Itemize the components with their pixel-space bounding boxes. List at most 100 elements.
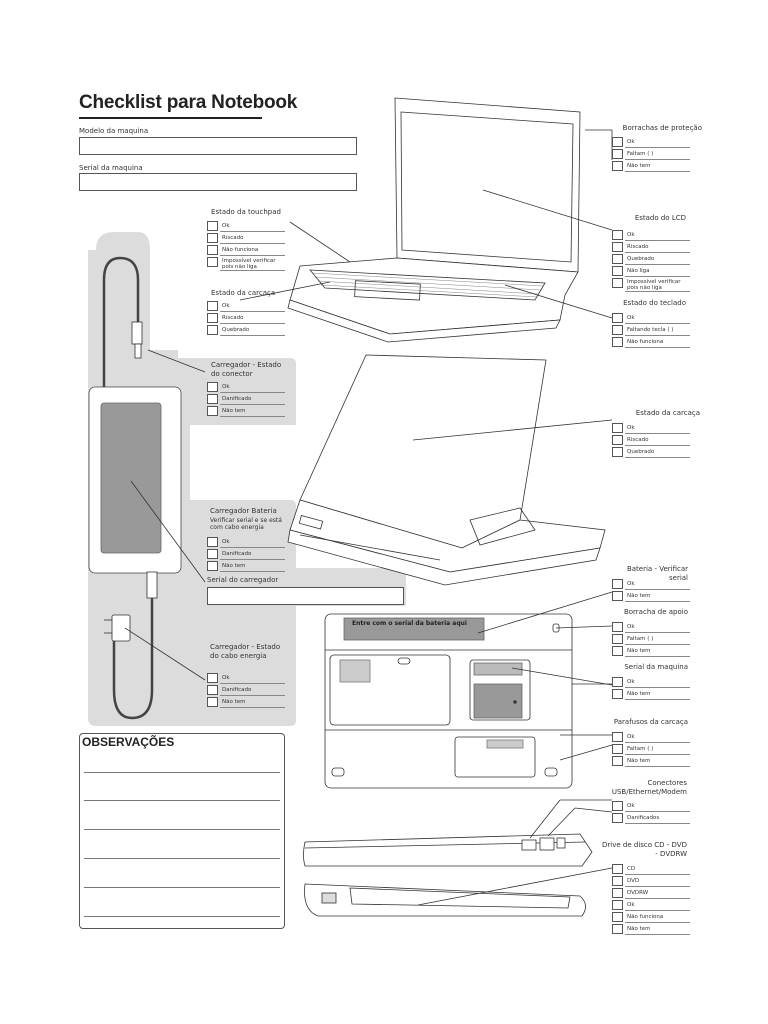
disc-drive-ok-option[interactable]: Ok: [612, 900, 690, 911]
keyboard-faltando-option[interactable]: Faltando tecla ( ): [612, 325, 690, 336]
checkbox[interactable]: [207, 406, 218, 416]
case-right-quebrado-option[interactable]: Quebrado: [612, 447, 690, 458]
checkbox[interactable]: [207, 245, 218, 255]
checkbox[interactable]: [612, 242, 623, 252]
checkbox[interactable]: [612, 161, 623, 171]
checkbox[interactable]: [612, 813, 623, 823]
checkbox[interactable]: [612, 864, 623, 874]
case-left-quebrado-option[interactable]: Quebrado: [207, 325, 285, 336]
checkbox[interactable]: [612, 756, 623, 766]
checkbox[interactable]: [207, 394, 218, 404]
checkbox[interactable]: [207, 233, 218, 243]
machine-serial-ok-option[interactable]: Ok: [612, 677, 690, 688]
connectors-ok-option[interactable]: Ok: [612, 801, 690, 812]
support-rubber-ok-option[interactable]: Ok: [612, 622, 690, 633]
case-right-ok-option[interactable]: Ok: [612, 423, 690, 434]
disc-drive-dvdrw-option[interactable]: DVDRW: [612, 888, 690, 899]
power-cable-nao-tem-option[interactable]: Não tem: [207, 697, 285, 708]
checkbox[interactable]: [207, 382, 218, 392]
checkbox[interactable]: [207, 301, 218, 311]
keyboard-nao-funciona-option[interactable]: Não funciona: [612, 337, 690, 348]
checkbox[interactable]: [612, 677, 623, 687]
checkbox[interactable]: [612, 579, 623, 589]
checkbox[interactable]: [612, 254, 623, 264]
observations-line[interactable]: [84, 916, 280, 917]
checkbox[interactable]: [612, 337, 623, 347]
lcd-quebrado-option[interactable]: Quebrado: [612, 254, 690, 265]
checkbox[interactable]: [612, 924, 623, 934]
disc-drive-dvd-option[interactable]: DVD: [612, 876, 690, 887]
lcd-ok-option[interactable]: Ok: [612, 230, 690, 241]
touchpad-impossivel-option[interactable]: Impossível verificar pois não liga: [207, 257, 285, 271]
observations-line[interactable]: [84, 887, 280, 888]
checkbox[interactable]: [612, 732, 623, 742]
touchpad-riscado-option[interactable]: Riscado: [207, 233, 285, 244]
support-rubber-faltam-option[interactable]: Faltam ( ): [612, 634, 690, 645]
checkbox[interactable]: [207, 313, 218, 323]
lcd-nao-liga-option[interactable]: Não liga: [612, 266, 690, 277]
observations-line[interactable]: [84, 858, 280, 859]
checkbox[interactable]: [612, 744, 623, 754]
machine-serial-nao-tem-option[interactable]: Não tem: [612, 689, 690, 700]
support-rubber-nao-tem-option[interactable]: Não tem: [612, 646, 690, 657]
checkbox[interactable]: [612, 888, 623, 898]
serial-field[interactable]: [79, 173, 357, 191]
checkbox[interactable]: [207, 697, 218, 707]
checkbox[interactable]: [207, 685, 218, 695]
checkbox[interactable]: [612, 876, 623, 886]
lcd-riscado-option[interactable]: Riscado: [612, 242, 690, 253]
connectors-danificados-option[interactable]: Danificados: [612, 813, 690, 824]
checkbox[interactable]: [207, 561, 218, 571]
observations-line[interactable]: [84, 800, 280, 801]
observations-line[interactable]: [84, 829, 280, 830]
checkbox[interactable]: [207, 325, 218, 335]
battery-nao-tem-option[interactable]: Não tem: [612, 591, 690, 602]
power-cable-danificado-option[interactable]: Danificado: [207, 685, 285, 696]
checkbox[interactable]: [612, 137, 623, 147]
battery-charger-ok-option[interactable]: Ok: [207, 537, 285, 548]
observations-line[interactable]: [84, 772, 280, 773]
checkbox[interactable]: [612, 149, 623, 159]
power-cable-ok-option[interactable]: Ok: [207, 673, 285, 684]
disc-drive-cd-option[interactable]: CD: [612, 864, 690, 875]
checkbox[interactable]: [612, 591, 623, 601]
checkbox[interactable]: [612, 646, 623, 656]
checkbox[interactable]: [612, 912, 623, 922]
case-left-riscado-option[interactable]: Riscado: [207, 313, 285, 324]
observations-box[interactable]: [79, 733, 285, 929]
checkbox[interactable]: [612, 801, 623, 811]
touchpad-ok-option[interactable]: Ok: [207, 221, 285, 232]
checkbox[interactable]: [207, 537, 218, 547]
checkbox[interactable]: [612, 900, 623, 910]
charger-serial-field[interactable]: [207, 587, 404, 605]
checkbox[interactable]: [612, 435, 623, 445]
lcd-impossivel-option[interactable]: Impossível verificar pois não liga: [612, 278, 690, 292]
case-screws-faltam-option[interactable]: Faltam ( ): [612, 744, 690, 755]
rubbers-faltam-option[interactable]: Faltam ( ): [612, 149, 690, 160]
checkbox[interactable]: [612, 266, 623, 276]
connector-ok-option[interactable]: Ok: [207, 382, 285, 393]
checkbox[interactable]: [207, 673, 218, 683]
disc-drive-nao-funciona-option[interactable]: Não funciona: [612, 912, 690, 923]
rubbers-nao-tem-option[interactable]: Não tem: [612, 161, 690, 172]
checkbox[interactable]: [612, 447, 623, 457]
checkbox[interactable]: [612, 325, 623, 335]
case-left-ok-option[interactable]: Ok: [207, 301, 285, 312]
battery-charger-danificado-option[interactable]: Danificado: [207, 549, 285, 560]
checkbox[interactable]: [612, 634, 623, 644]
connector-nao-tem-option[interactable]: Não tem: [207, 406, 285, 417]
checkbox[interactable]: [207, 257, 218, 267]
battery-charger-nao-tem-option[interactable]: Não tem: [207, 561, 285, 572]
model-field[interactable]: [79, 137, 357, 155]
case-screws-nao-tem-option[interactable]: Não tem: [612, 756, 690, 767]
checkbox[interactable]: [207, 221, 218, 231]
rubbers-ok-option[interactable]: Ok: [612, 137, 690, 148]
checkbox[interactable]: [612, 622, 623, 632]
case-screws-ok-option[interactable]: Ok: [612, 732, 690, 743]
connector-danificado-option[interactable]: Danificado: [207, 394, 285, 405]
checkbox[interactable]: [612, 278, 623, 288]
checkbox[interactable]: [612, 689, 623, 699]
checkbox[interactable]: [612, 230, 623, 240]
checkbox[interactable]: [207, 549, 218, 559]
checkbox[interactable]: [612, 313, 623, 323]
